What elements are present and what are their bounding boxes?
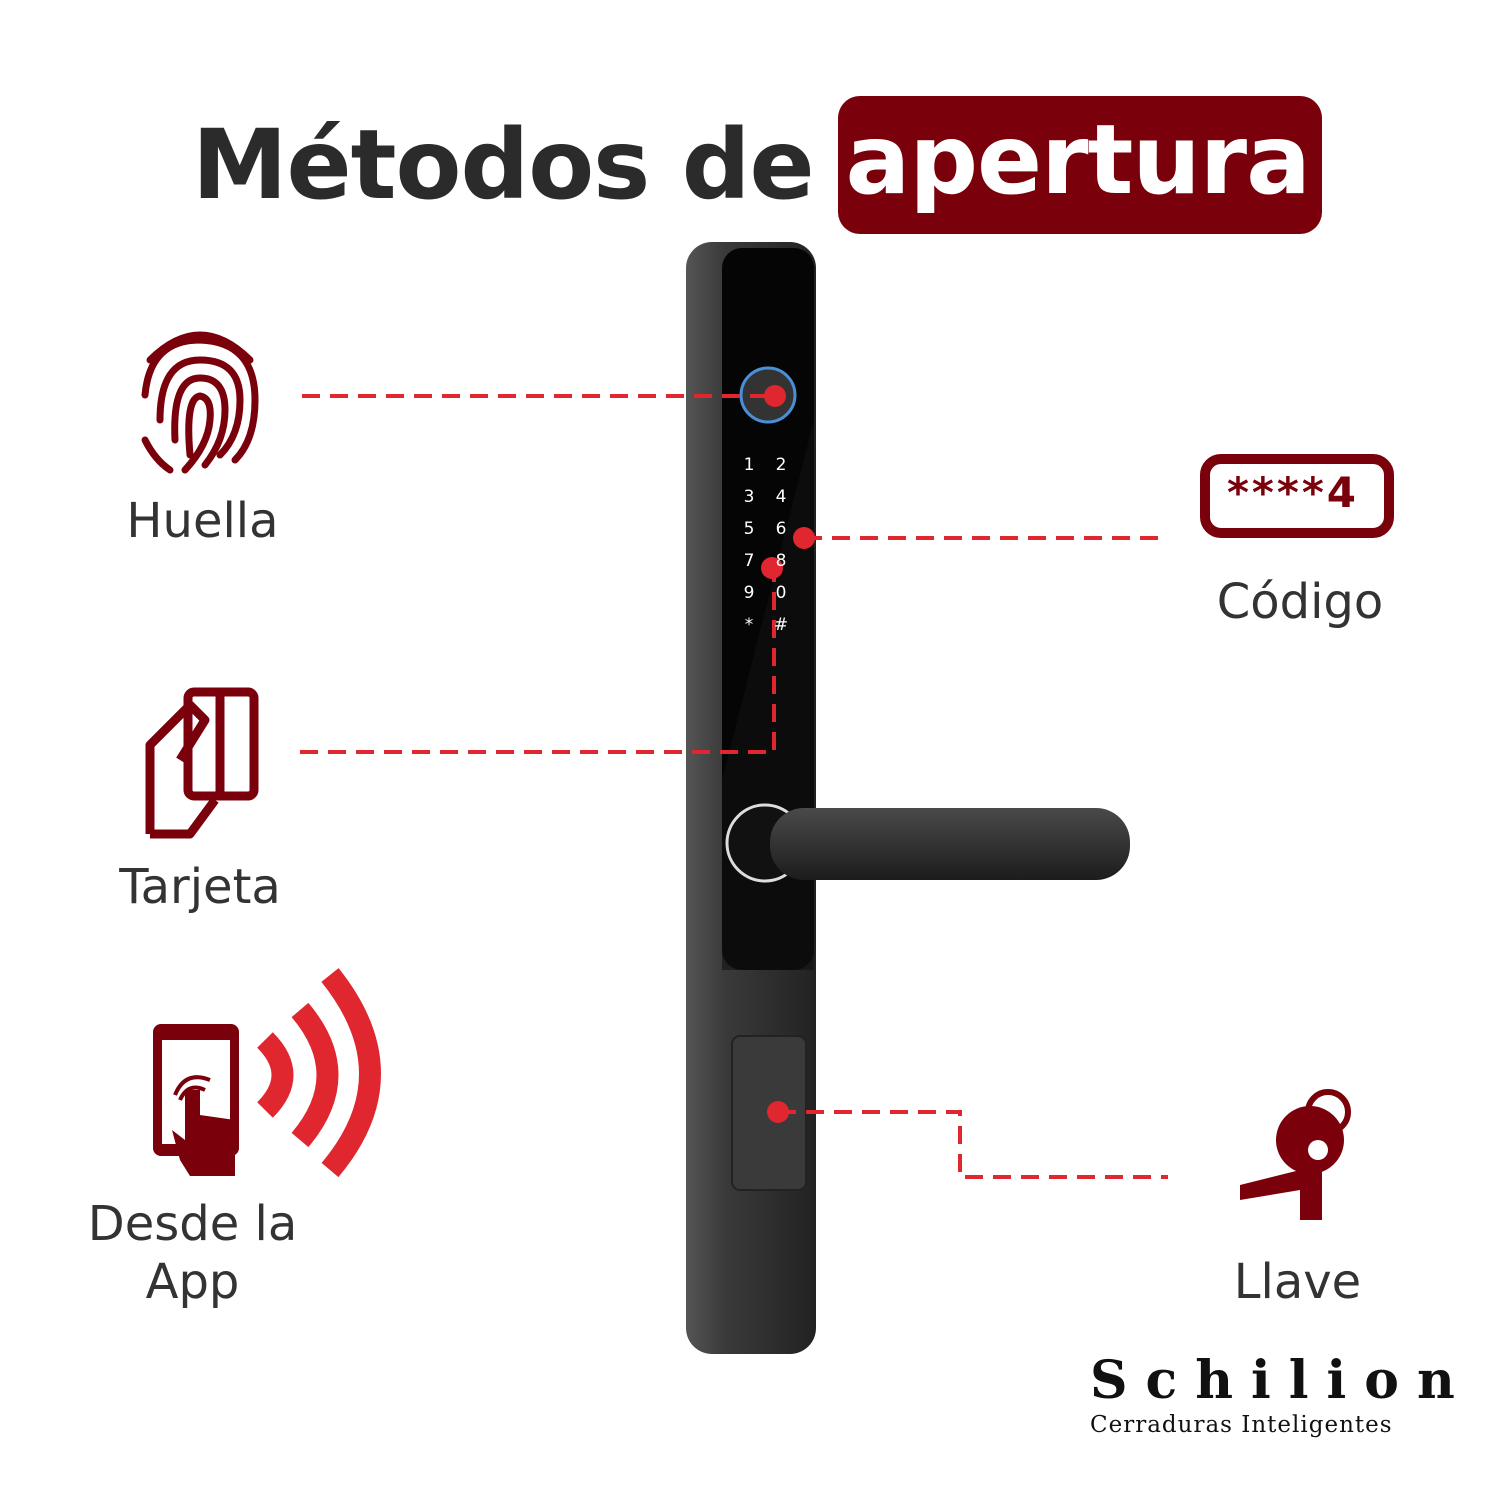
card-icon	[145, 687, 259, 839]
key: 7	[743, 551, 755, 571]
key: 1	[743, 455, 755, 475]
key: 6	[775, 519, 787, 539]
key: 2	[775, 455, 787, 475]
page-title: Métodos de apertura	[192, 96, 1322, 234]
passcode-icon	[1200, 454, 1394, 538]
title-text: Métodos de	[192, 109, 815, 221]
brand-tagline: Cerraduras Inteligentes	[1090, 1412, 1393, 1438]
key: 4	[775, 487, 787, 507]
connector-lines	[300, 394, 1168, 1179]
connector-dots	[761, 385, 815, 1123]
smart-lock	[686, 242, 1130, 1354]
fingerprint-icon	[141, 331, 259, 474]
brand-name: Schilion	[1090, 1350, 1473, 1411]
keys-icon	[1240, 1089, 1351, 1220]
key: 8	[775, 551, 787, 571]
title-highlight: apertura	[837, 96, 1322, 234]
key: 9	[743, 583, 755, 603]
key: #	[773, 615, 789, 635]
label-huella: Huella	[126, 493, 279, 549]
key: 5	[743, 519, 755, 539]
label-codigo: Código	[1216, 574, 1384, 630]
key: 0	[775, 583, 787, 603]
smartphone-wifi-icon	[153, 968, 381, 1178]
door-handle	[770, 808, 1130, 880]
passcode-text: ****4	[1226, 468, 1360, 517]
brand-logo: Schilion Cerraduras Inteligentes	[1090, 1350, 1473, 1438]
key: 3	[743, 487, 755, 507]
label-app: Desde la App	[87, 1196, 298, 1310]
key: *	[744, 615, 754, 635]
label-tarjeta: Tarjeta	[119, 859, 281, 915]
label-llave: Llave	[1233, 1254, 1362, 1310]
